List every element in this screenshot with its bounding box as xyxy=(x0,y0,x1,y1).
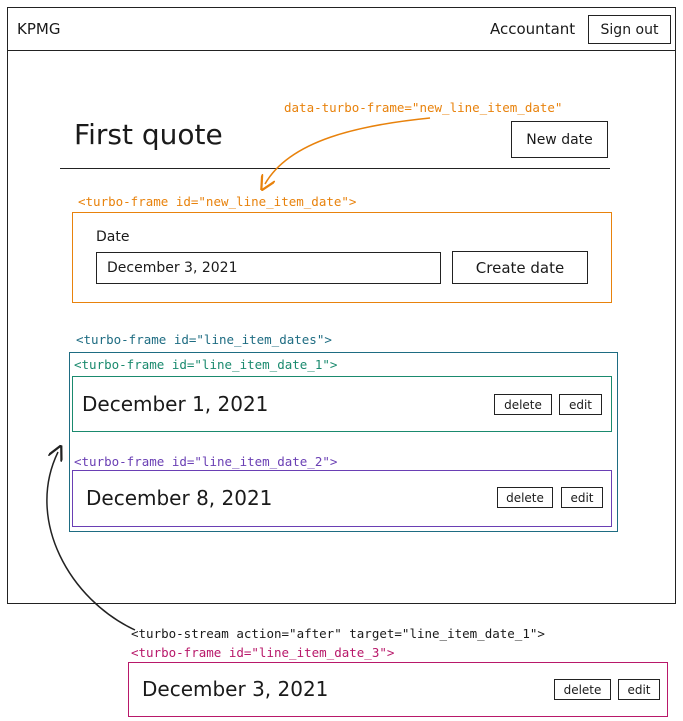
line-item-date-2-frame-label: <turbo-frame id="line_item_date_2"> xyxy=(74,454,338,469)
line-item-date-1-frame xyxy=(72,376,612,432)
date-input[interactable]: December 3, 2021 xyxy=(96,252,441,284)
line-item-date-2-frame xyxy=(72,470,612,527)
delete-button-3[interactable]: delete xyxy=(554,679,611,700)
delete-button-1[interactable]: delete xyxy=(494,394,552,415)
brand-logo[interactable]: KPMG xyxy=(17,20,61,38)
data-turbo-frame-annotation: data-turbo-frame="new_line_item_date" xyxy=(284,100,563,115)
page-title: First quote xyxy=(74,118,223,151)
line-item-date-1-frame-label: <turbo-frame id="line_item_date_1"> xyxy=(74,357,338,372)
line-item-date-3-frame xyxy=(128,662,668,717)
date-label: Date xyxy=(96,229,130,245)
line-item-dates-frame xyxy=(69,352,618,532)
title-divider xyxy=(60,168,610,169)
line-item-date-3: December 3, 2021 xyxy=(142,677,329,701)
line-item-date-3-frame-label: <turbo-frame id="line_item_date_3"> xyxy=(131,645,395,660)
edit-button-1[interactable]: edit xyxy=(559,394,602,415)
arrow-to-new-frame xyxy=(265,117,431,184)
line-item-date-1: December 1, 2021 xyxy=(82,392,269,416)
browser-window xyxy=(7,7,676,604)
arrow-to-line-item-1 xyxy=(46,452,136,631)
sign-out-button[interactable]: Sign out xyxy=(588,15,671,44)
create-date-button[interactable]: Create date xyxy=(452,251,588,284)
edit-button-3[interactable]: edit xyxy=(618,679,660,700)
line-item-dates-frame-label: <turbo-frame id="line_item_dates"> xyxy=(76,332,332,347)
line-item-date-2: December 8, 2021 xyxy=(86,486,273,510)
edit-button-2[interactable]: edit xyxy=(561,487,603,508)
new-line-item-date-frame xyxy=(72,212,612,303)
new-date-button[interactable]: New date xyxy=(511,121,608,158)
turbo-stream-annotation: <turbo-stream action="after" target="lin… xyxy=(131,626,545,641)
delete-button-2[interactable]: delete xyxy=(497,487,553,508)
navbar-divider xyxy=(7,50,676,51)
new-line-item-date-frame-label: <turbo-frame id="new_line_item_date"> xyxy=(78,194,357,209)
user-role: Accountant xyxy=(490,20,576,38)
